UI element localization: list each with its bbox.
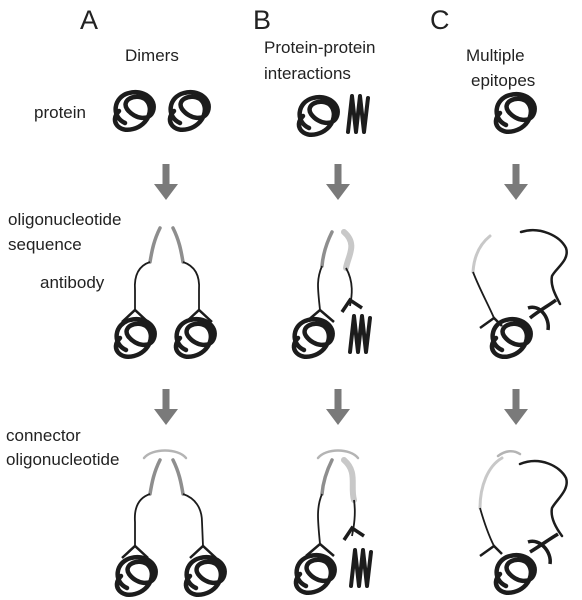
protein-icon-a3 — [116, 319, 155, 357]
panel-letter-a: A — [80, 5, 99, 35]
protein-icon-b2 — [294, 319, 333, 357]
panel-a-probes-row2 — [121, 226, 213, 323]
panel-c-title-line2: epitopes — [471, 71, 536, 90]
panel-b-probes-row2 — [305, 229, 363, 323]
partner-protein-icon-b — [346, 94, 370, 134]
panel-a-title: Dimers — [125, 46, 179, 65]
arrow-down-icon-b2 — [326, 389, 350, 425]
panel-c-probes-row3 — [478, 450, 568, 565]
protein-icon-a4 — [176, 319, 215, 357]
protein-icon-c3 — [496, 555, 535, 593]
arrow-down-icon-c1 — [504, 164, 528, 200]
antibody-label: antibody — [40, 273, 105, 292]
protein-icon-c — [496, 94, 535, 132]
protein-label: protein — [34, 103, 86, 122]
protein-icon-c2 — [492, 319, 531, 357]
panel-b-title-line2: interactions — [264, 64, 351, 83]
arrow-down-icon-c2 — [504, 389, 528, 425]
panel-b-probes-row3 — [305, 449, 365, 557]
arrow-down-icon-a1 — [154, 164, 178, 200]
connector-label-line2: oligonucleotide — [6, 450, 120, 469]
protein-icon-a2 — [170, 92, 209, 130]
protein-icon-b3 — [296, 555, 335, 593]
panel-letter-c: C — [430, 5, 450, 35]
panel-b-title-line1: Protein-protein — [264, 38, 376, 57]
panel-c-title-line1: Multiple — [466, 46, 525, 65]
protein-icon-a6 — [186, 557, 225, 595]
partner-protein-icon-b3 — [349, 548, 373, 588]
protein-icon-a1 — [115, 92, 154, 130]
arrow-down-icon-b1 — [326, 164, 350, 200]
panel-c-probes-row2 — [471, 229, 568, 331]
oligo-sequence-label-line1: oligonucleotide — [8, 210, 122, 229]
partner-protein-icon-b2 — [348, 314, 372, 354]
connector-label-line1: connector — [6, 426, 81, 445]
oligo-sequence-label-line2: sequence — [8, 235, 82, 254]
protein-icon-b — [299, 97, 338, 135]
panel-letter-b: B — [253, 5, 272, 35]
panel-a-probes-row3 — [121, 449, 217, 559]
arrow-down-icon-a2 — [154, 389, 178, 425]
protein-icon-a5 — [117, 557, 156, 595]
